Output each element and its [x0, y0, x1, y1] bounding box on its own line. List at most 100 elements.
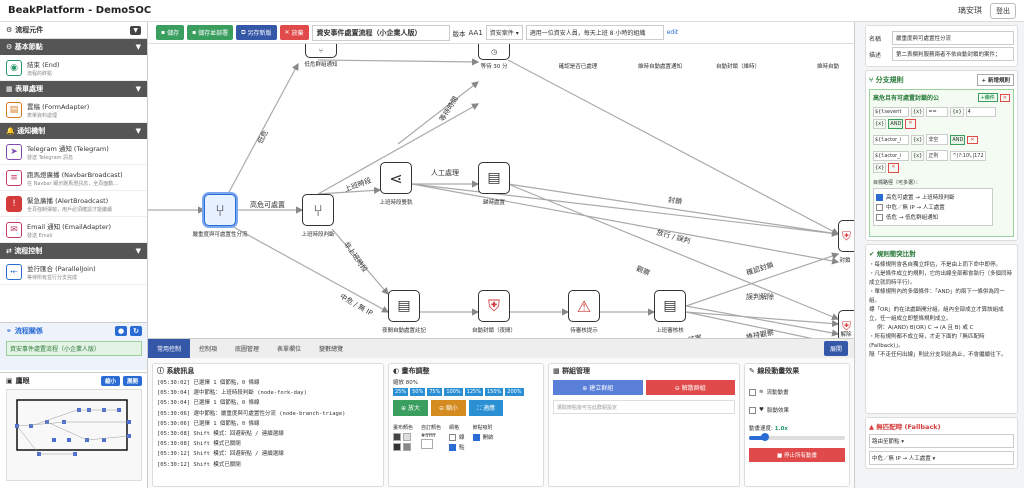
route-option-3[interactable]: 低危 → 低危群組通知	[876, 213, 990, 221]
fallback-target-select[interactable]: 中危／無 IP → 人工處置 ▾	[869, 451, 1014, 465]
tab-variables[interactable]: 變數總覽	[319, 346, 344, 353]
swatch-black[interactable]	[393, 443, 401, 451]
relation-current-flow[interactable]: 資安事件處置流程（小企業人版）	[6, 341, 142, 356]
logout-button[interactable]: 登出	[990, 2, 1016, 19]
minimap-expand-button[interactable]: 展開	[122, 376, 142, 386]
puzzle-icon: ⚙	[6, 26, 13, 34]
tab-background[interactable]: 底圖管理	[235, 346, 260, 353]
grid-line-option[interactable]: 線	[449, 433, 465, 441]
map-icon: ▣	[6, 377, 13, 385]
category-notify[interactable]: 🔔 通知機制▼	[0, 123, 147, 139]
node-block[interactable]: ⛨	[838, 220, 854, 252]
custom-color-picker[interactable]	[421, 439, 434, 449]
node-wait[interactable]: ◷	[478, 44, 510, 60]
abandon-button[interactable]: ✕放棄	[279, 25, 309, 40]
node-auto-block[interactable]: ⛨	[478, 290, 510, 322]
zoom-50[interactable]: 50%	[410, 388, 426, 396]
route-option-1[interactable]: 高危可處置 → 上班時段判斷	[876, 193, 990, 201]
component-email[interactable]: ✉ Email 通知 (EmailAdapter)發送 Email	[0, 217, 147, 243]
slider-handle[interactable]	[760, 433, 769, 441]
zoom-75[interactable]: 75%	[427, 388, 443, 396]
collapse-all-button[interactable]: ▼	[130, 25, 141, 35]
node-low-notify[interactable]: ⑂	[305, 44, 337, 58]
component-end[interactable]: ◉ 結束 (End)流程的終點	[0, 55, 147, 81]
node-fork-day[interactable]: ⑂	[302, 194, 334, 226]
wand-icon: ✎	[749, 367, 755, 375]
category-select[interactable]: 資安案件 ▾	[485, 25, 523, 40]
component-form-adapter[interactable]: ▤ 置稿 (FormAdapter)表單資料處理	[0, 97, 147, 123]
ungroup-button[interactable]: ⊖ 解散群組	[645, 380, 735, 395]
node-offhours-note[interactable]: ▤	[388, 290, 420, 322]
flow-name-field[interactable]: 資安事件處置流程（小企業人版）	[311, 24, 450, 41]
swatch-grey[interactable]	[402, 443, 411, 451]
node-desc-input[interactable]: 第二表欄判服務兩者不依自動封鎖的案件；	[892, 47, 1014, 61]
node-name-input[interactable]: 嚴重度與可處置性分流	[892, 31, 1014, 45]
description-field[interactable]: 適用一位資安人員，每天上班 8 小時的組織	[525, 25, 664, 40]
zoom-150[interactable]: 150%	[484, 388, 504, 396]
category-basic[interactable]: ⚙ 基本節點▼	[0, 39, 147, 55]
zoom-25[interactable]: 25%	[393, 388, 409, 396]
save-deploy-button[interactable]: ▪儲存並部署	[187, 25, 234, 40]
stop-animations-button[interactable]: ■ 停止所有動畫	[749, 448, 845, 462]
flow-animation-toggle[interactable]: ≋流動動畫	[745, 384, 849, 400]
component-navbar-broadcast[interactable]: ≡ 跑馬燈廣播 (NavbarBroadcast)在 Navbar 顯示跑馬燈訊…	[0, 165, 147, 191]
pulse-animation-toggle[interactable]: ♥脈動效果	[745, 402, 849, 418]
add-rule-button[interactable]: + 新增規則	[977, 74, 1014, 86]
shield-icon: ⛨	[487, 296, 500, 315]
flow-canvas[interactable]: ⑂ 低危群組通知 ◷ 等待 30 分 確認是否已處理 維時自動處置通知 自動封鎖…	[148, 44, 854, 358]
node-triage[interactable]: ⑂	[204, 194, 236, 226]
node-routing[interactable]: ⋖	[380, 162, 412, 194]
component-alert-broadcast[interactable]: ! 緊急廣播 (AlertBroadcast)全頁強制彈窗，用戶必須確認才能繼續	[0, 191, 147, 217]
add-condition-button[interactable]: +條件	[977, 93, 998, 102]
floppy-icon: ▪	[192, 29, 197, 36]
route-option-2[interactable]: 中危／無 IP → 人工處置	[876, 203, 990, 211]
grid-dot-option[interactable]: 點	[449, 443, 465, 451]
minimap-view[interactable]	[6, 389, 142, 481]
create-group-button[interactable]: ⊕ 建立群組	[553, 380, 643, 395]
and-or-toggle[interactable]: AND	[888, 119, 904, 129]
component-parallel-join[interactable]: ⤝ 並行匯合 (ParallelJoin)等待所有並行分支完成	[0, 259, 147, 285]
main-area: ▪儲存 ▪儲存並部署 ⧉另存新版 ✕放棄 資安事件處置流程（小企業人版） 版本 …	[148, 22, 854, 488]
send-icon: ➤	[6, 143, 22, 160]
zoom-100[interactable]: 100%	[444, 388, 463, 396]
zoom-200[interactable]: 200%	[505, 388, 524, 396]
minimap-shrink-button[interactable]: 縮小	[100, 376, 120, 386]
expand-panel-button[interactable]: 展開	[823, 341, 848, 356]
floppy-icon: ▪	[161, 29, 166, 36]
delete-rule-button[interactable]: ✕	[999, 93, 1010, 102]
fallback-mode-select[interactable]: 路由至節點 ▾	[869, 434, 1014, 448]
speed-slider[interactable]	[749, 433, 845, 441]
tab-common-control[interactable]: 常用控制	[148, 339, 191, 358]
zoom-in-button[interactable]: ⊕ 放大	[393, 400, 428, 416]
component-telegram[interactable]: ➤ Telegram 通知 (Telegram)發送 Telegram 訊息	[0, 139, 147, 165]
snap-toggle[interactable]: 開啟	[472, 433, 494, 441]
fit-button[interactable]: ⛶ 適應	[468, 400, 504, 416]
save-button[interactable]: ▪儲存	[156, 25, 185, 40]
log-list: [05:30:02] 已選擇 1 個節點，0 條線 [05:30:04] 選中節…	[157, 380, 346, 468]
edit-link[interactable]: edit	[666, 29, 679, 36]
conflict-explanation: ・每條規則會各自獨立評估，不是由上而下命中即停。 ・凡是條件成立的規則，它的出線…	[869, 262, 1013, 358]
stream-icon: ≋	[759, 389, 764, 395]
node-warn[interactable]: ⚠	[568, 290, 600, 322]
zoom-out-button[interactable]: ⊖ 縮小	[430, 400, 466, 416]
relations-refresh-button[interactable]: ↻	[130, 326, 142, 336]
relations-panel: ⚭ 流程關係 ● ↻ 資安事件處置流程（小企業人版）	[0, 322, 147, 370]
category-form[interactable]: ▦ 表單處理▼	[0, 81, 147, 97]
editor-toolbar: ▪儲存 ▪儲存並部署 ⧉另存新版 ✕放棄 資安事件處置流程（小企業人版） 版本 …	[148, 22, 854, 44]
node-manual[interactable]: ▤	[478, 162, 510, 194]
tab-control-items[interactable]: 控制項	[199, 346, 218, 353]
save-as-button[interactable]: ⧉另存新版	[236, 25, 277, 40]
info-icon: ⓘ	[157, 367, 164, 375]
category-flow[interactable]: ⇄ 流程控制▼	[0, 243, 147, 259]
swatch-light[interactable]	[402, 433, 411, 441]
relations-info-button[interactable]: ●	[115, 326, 128, 336]
components-header: ⚙ 流程元件 ▼	[0, 22, 147, 39]
target-routes-list: 高危可處置 → 上班時段判斷 中危／無 IP → 人工處置 低危 → 低危群組通…	[873, 188, 993, 226]
node-properties: 名稱嚴重度與可處置性分流 描述第二表欄判服務兩者不依自動封鎖的案件；	[865, 25, 1018, 67]
zoom-125[interactable]: 125%	[464, 388, 483, 396]
group-icon: ▩	[553, 367, 560, 375]
swatch-dark[interactable]	[393, 433, 401, 441]
tab-form-fields[interactable]: 表單欄位	[277, 346, 302, 353]
document-icon: ▤	[487, 170, 501, 186]
node-review[interactable]: ▤	[654, 290, 686, 322]
